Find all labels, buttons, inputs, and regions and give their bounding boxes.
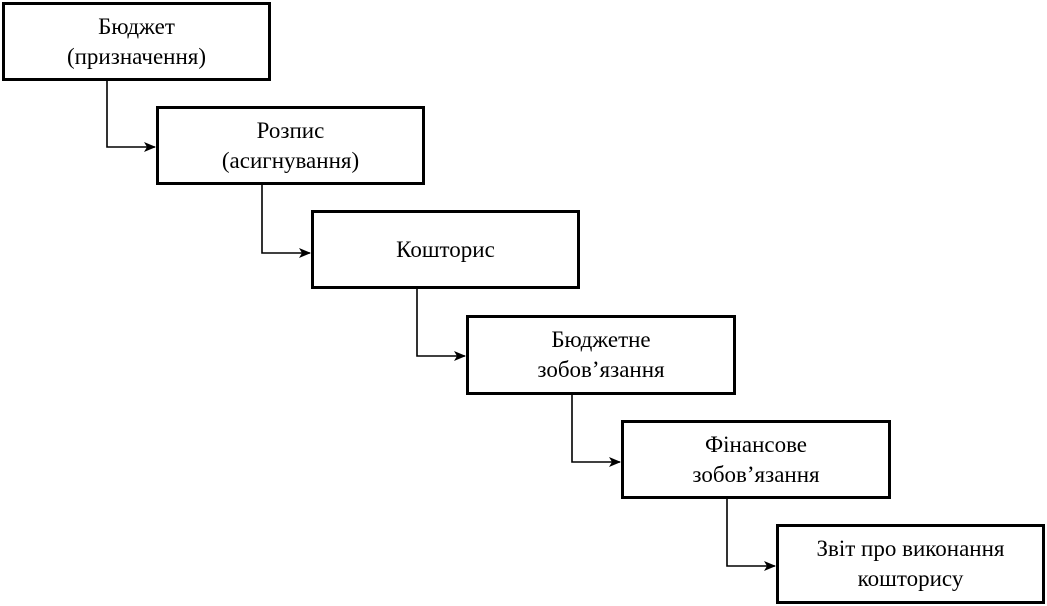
- stage-estimate-report-label: Звіт про виконання кошторису: [816, 536, 1005, 591]
- stage-allocation-label: Розпис (асигнування): [221, 117, 360, 173]
- stage-estimate-box: Кошторис: [311, 210, 580, 289]
- arrow-stage-1-to-2: [106, 81, 156, 152]
- arrow-stage-4-to-5: [571, 395, 621, 467]
- arrow-stage-5-to-6: [726, 499, 776, 571]
- stage-financial-commitment-label: Фінансове зобовʼязання: [692, 431, 820, 487]
- stage-estimate-report-box: Звіт про виконання кошторису: [776, 524, 1045, 604]
- stage-budget-commitment-box: Бюджетне зобовʼязання: [466, 315, 736, 395]
- arrow-stage-2-to-3: [261, 185, 311, 258]
- stage-budget-box: Бюджет (призначення): [2, 2, 271, 81]
- arrow-stage-3-to-4: [416, 289, 466, 361]
- stage-financial-commitment-box: Фінансове зобовʼязання: [621, 420, 891, 499]
- stage-budget-commitment-label: Бюджетне зобовʼязання: [537, 327, 665, 382]
- stage-budget-label: Бюджет (призначення): [66, 13, 207, 69]
- stage-allocation-box: Розпис (асигнування): [156, 106, 425, 185]
- stage-estimate-label: Кошторис: [396, 236, 495, 262]
